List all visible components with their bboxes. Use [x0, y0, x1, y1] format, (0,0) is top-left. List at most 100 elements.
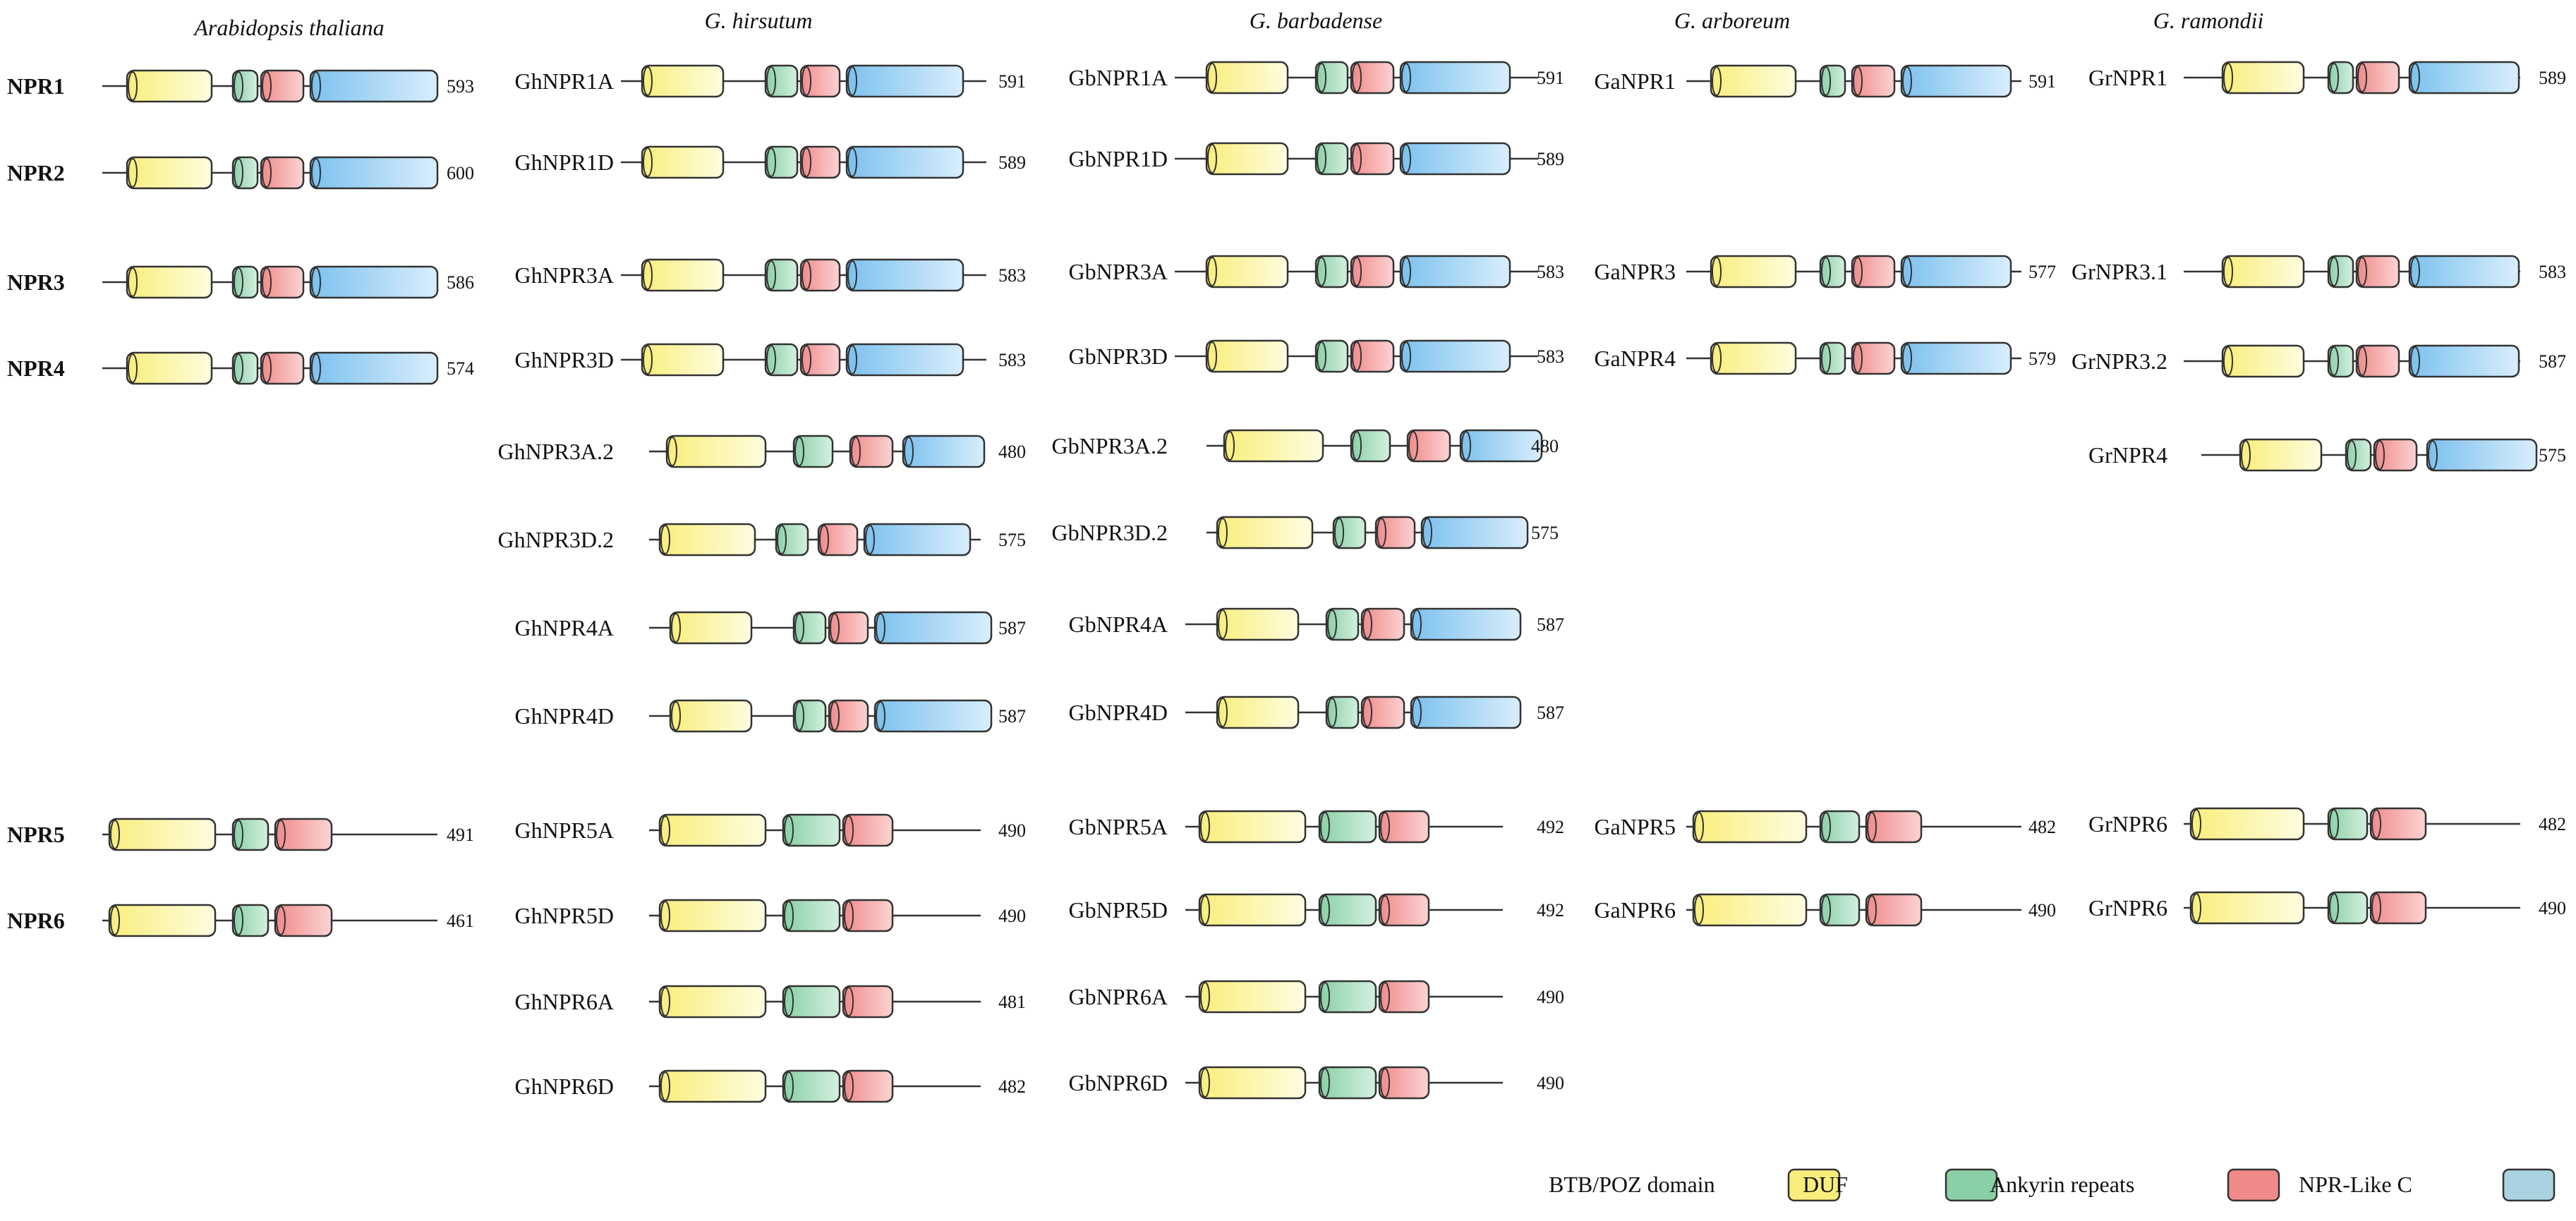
legend-label: NPR-Like C [2299, 1172, 2412, 1197]
gene-name: GaNPR5 [1594, 814, 1676, 839]
duf-domain-block [1314, 255, 1349, 288]
npr-like-c-block [309, 69, 439, 103]
gene-name: GhNPR3A [515, 262, 614, 288]
protein-length-label: 492 [1537, 900, 1564, 921]
btb-poz-domain-block [1692, 810, 1808, 844]
ankyrin-repeats-block [1851, 341, 1896, 375]
btb-poz-domain-block [658, 985, 767, 1019]
duf-domain-block [1819, 64, 1846, 98]
gene-name: NPR1 [7, 73, 65, 99]
gene-name: GhNPR1D [515, 150, 614, 175]
btb-poz-domain-block [1223, 429, 1324, 463]
ankyrin-repeats-block [2369, 807, 2427, 841]
gene-name: GbNPR4A [1069, 612, 1168, 637]
btb-poz-domain-block [658, 899, 767, 933]
protein-length-label: 491 [447, 825, 474, 845]
ankyrin-repeats-block [1350, 61, 1395, 95]
gene-name: GbNPR4D [1069, 700, 1168, 725]
duf-domain-block [764, 343, 799, 377]
npr-like-c-block [309, 351, 439, 385]
btb-poz-domain-block [1216, 607, 1300, 641]
legend-swatch [2227, 1168, 2280, 1202]
gene-name: GbNPR1A [1069, 65, 1168, 90]
npr-like-c-block [845, 258, 965, 292]
btb-poz-domain-block [641, 145, 725, 179]
ankyrin-repeats-block [260, 156, 305, 190]
protein-length-label: 492 [1537, 817, 1564, 837]
ankyrin-repeats-block [799, 64, 841, 98]
ankyrin-repeats-block [799, 145, 841, 179]
npr-like-c-block [2426, 438, 2538, 472]
gene-row: GbNPR4A 587 [1069, 607, 1564, 641]
npr-like-c-block [873, 699, 993, 733]
protein-length-label: 583 [998, 350, 1026, 370]
ankyrin-repeats-block [2355, 61, 2400, 95]
duf-domain-block [1332, 516, 1367, 549]
ankyrin-repeats-block [2369, 891, 2427, 925]
gene-name: GbNPR3D [1069, 344, 1168, 369]
duf-domain-block [782, 1069, 841, 1103]
gene-name: GrNPR3.2 [2072, 348, 2167, 374]
protein-length-label: 461 [447, 911, 474, 931]
protein-length-label: 583 [998, 265, 1026, 286]
btb-poz-domain-block [1205, 142, 1289, 176]
duf-domain-block [231, 351, 259, 385]
npr-like-c-block [2408, 61, 2520, 95]
legend-swatch [2502, 1168, 2556, 1202]
npr-like-c-block [845, 145, 965, 179]
ankyrin-repeats-block [274, 818, 333, 851]
btb-poz-domain-block [658, 1069, 767, 1103]
gene-name: GhNPR3A.2 [498, 439, 614, 464]
btb-poz-domain-block [1205, 61, 1289, 95]
btb-poz-domain-block [108, 904, 217, 937]
npr-like-c-block [1410, 607, 1522, 641]
gene-name: GhNPR4D [515, 703, 614, 729]
btb-poz-domain-block [108, 818, 217, 851]
ankyrin-repeats-block [828, 699, 869, 733]
gene-row: NPR4 574 [7, 351, 474, 385]
gene-name: NPR4 [7, 356, 65, 381]
species-header: G. arboreum [1674, 8, 1790, 33]
btb-poz-domain-block [658, 523, 756, 557]
protein-length-label: 490 [998, 906, 1026, 926]
gene-name: GbNPR3A.2 [1052, 433, 1168, 458]
gene-name: GaNPR6 [1594, 897, 1676, 923]
npr-like-c-block [309, 265, 439, 299]
gene-name: GaNPR1 [1594, 68, 1676, 94]
protein-length-label: 600 [447, 163, 474, 183]
protein-length-label: 591 [2028, 71, 2056, 92]
ankyrin-repeats-block [2355, 344, 2400, 378]
duf-domain-block [231, 818, 270, 851]
btb-poz-domain-block [126, 351, 213, 385]
ankyrin-repeats-block [842, 813, 894, 847]
ankyrin-repeats-block [849, 435, 894, 468]
ankyrin-repeats-block [274, 904, 333, 937]
protein-length-label: 587 [998, 618, 1026, 638]
protein-length-label: 481 [998, 992, 1026, 1012]
protein-length-label: 587 [1537, 614, 1564, 635]
duf-domain-block [792, 611, 827, 645]
duf-domain-block [231, 69, 259, 103]
species-header: G. barbadense [1250, 8, 1382, 33]
gene-name: GhNPR4A [515, 615, 614, 640]
ankyrin-repeats-block [1350, 339, 1395, 373]
protein-length-label: 574 [447, 358, 474, 379]
protein-length-label: 490 [1537, 1073, 1564, 1093]
